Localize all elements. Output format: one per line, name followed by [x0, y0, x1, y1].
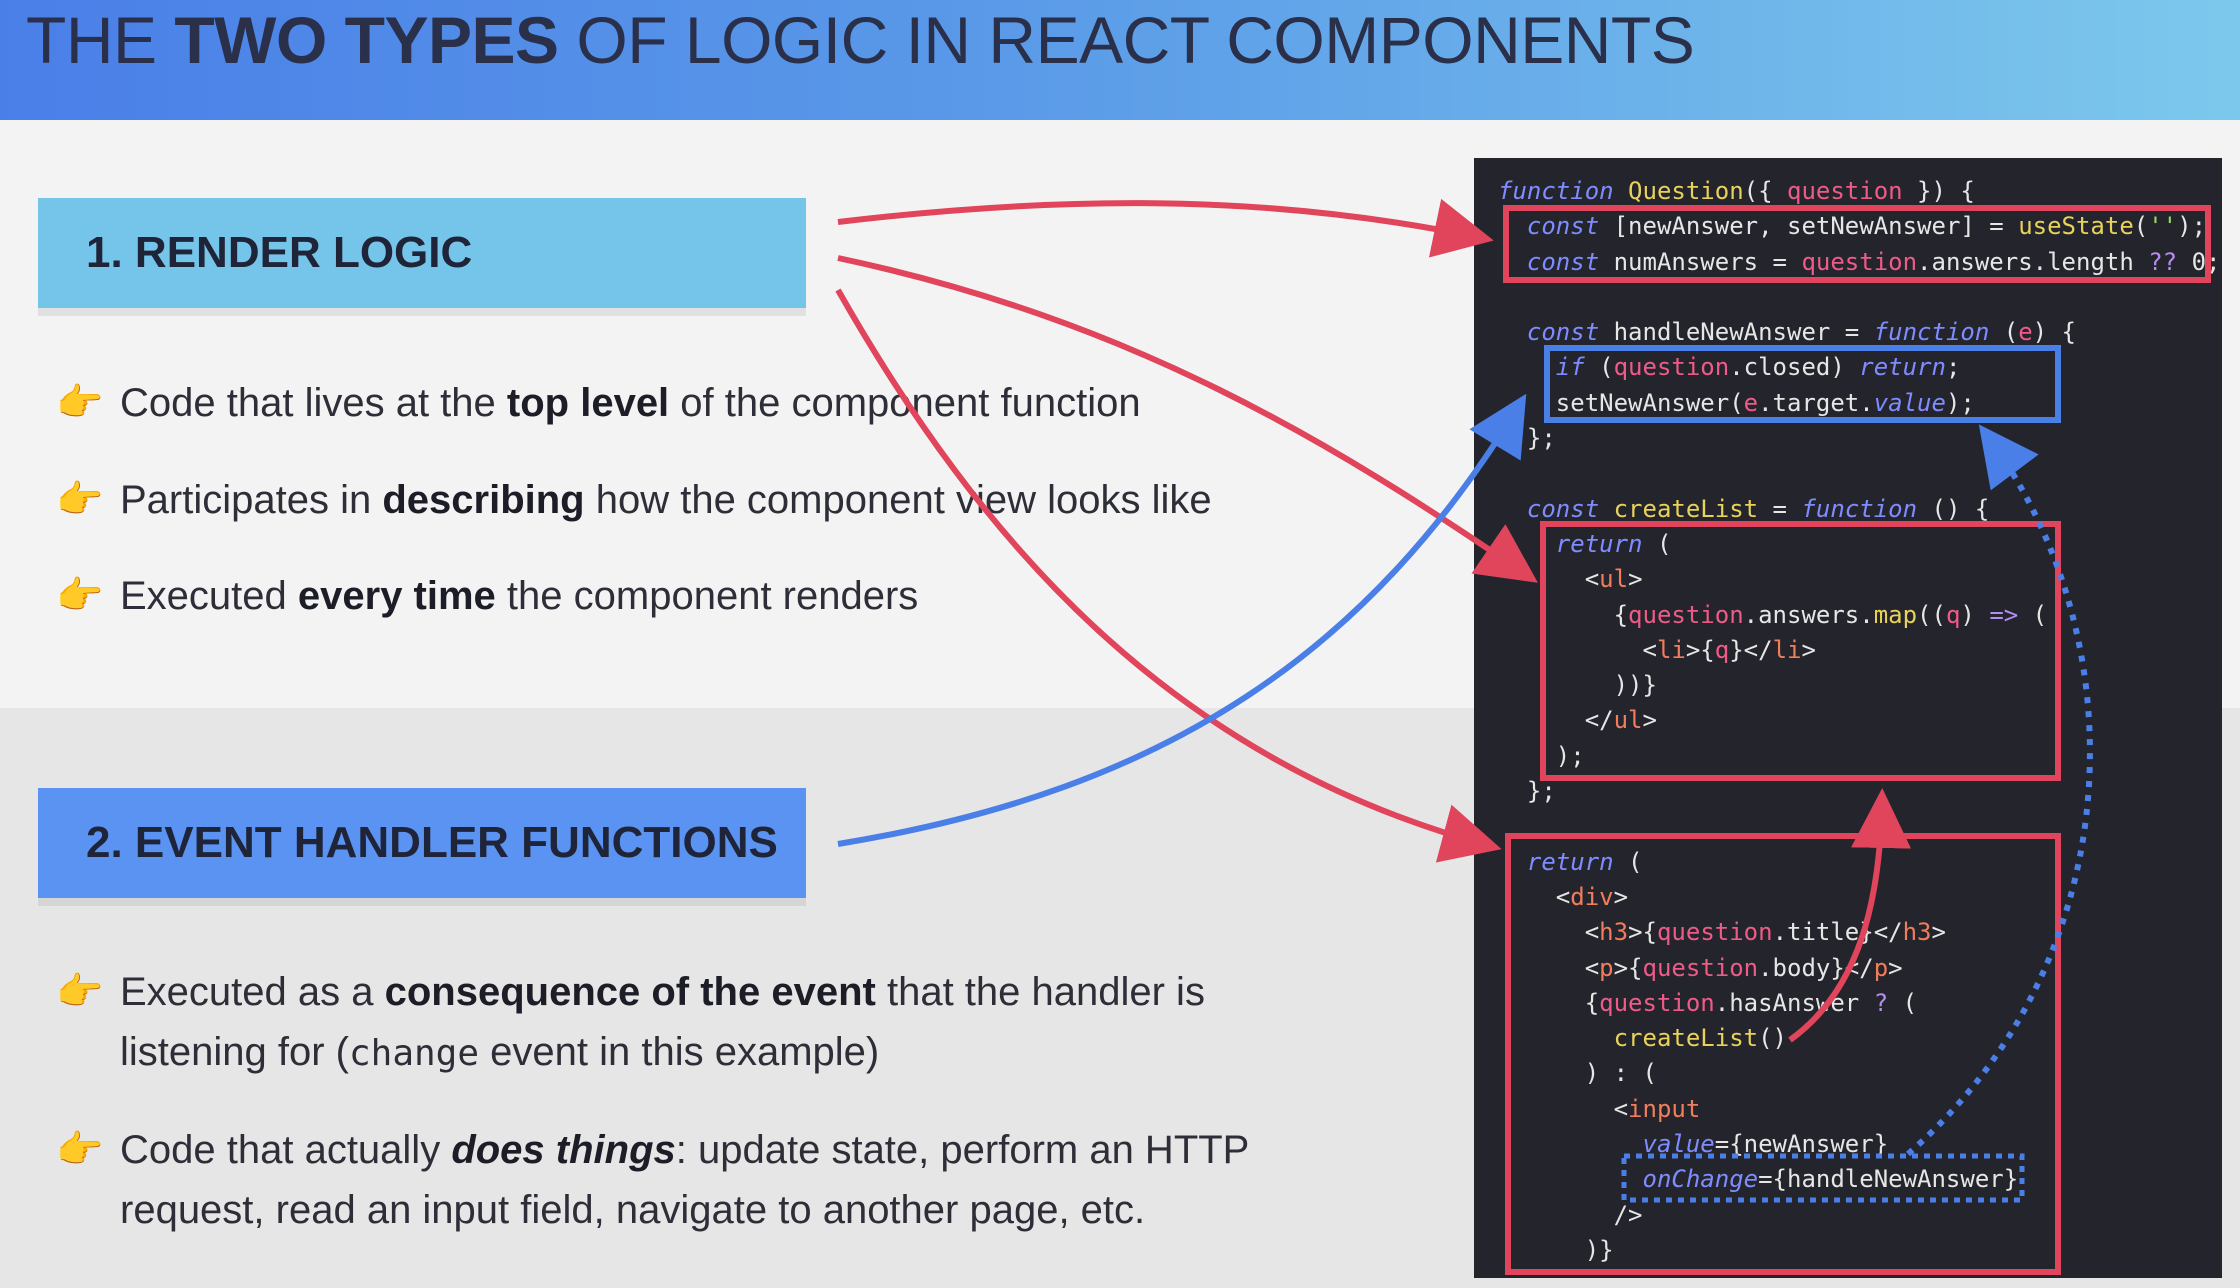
code-line: const [newAnswer, setNewAnswer] = useSta…	[1526, 212, 2207, 241]
event-arrow	[837, 393, 1527, 847]
state-highlight-box	[1503, 205, 2211, 283]
render-arrow-1	[837, 198, 1494, 258]
onchange-highlight-box	[1621, 1153, 2025, 1203]
code-line: ) : (	[1498, 1059, 1657, 1088]
pointing-hand-icon: 👉	[56, 1129, 104, 1171]
code-line: <input	[1498, 1094, 1701, 1123]
code-line: )}	[1498, 1235, 1614, 1264]
code-line: </ul>	[1498, 706, 1657, 735]
code-line: />	[1498, 1200, 1643, 1229]
code-line: {question.hasAnswer ? (	[1498, 988, 1918, 1017]
code-line: <li>{q}</li>	[1498, 635, 1816, 664]
page-title: THE TWO TYPES OF LOGIC IN REACT COMPONEN…	[26, 3, 1695, 77]
code-line: return (	[1555, 529, 1672, 558]
handler-body-highlight-box	[1544, 345, 2061, 423]
pointing-hand-icon: 👉	[56, 479, 104, 521]
code-line: <h3>{question.title}</h3>	[1498, 918, 1946, 947]
code-line: setNewAnswer(e.target.value);	[1498, 388, 1975, 417]
code-line: <p>{question.body}</p>	[1498, 953, 1903, 982]
code-line: <ul>	[1498, 565, 1643, 594]
render-logic-heading-box: 1. RENDER LOGIC	[38, 198, 806, 308]
code-line: const handleNewAnswer = function (e) {	[1526, 318, 2077, 347]
code-line: );	[1498, 741, 1585, 770]
code-line: function Question({ question }) {	[1498, 177, 1975, 205]
event-handler-heading-box: 2. EVENT HANDLER FUNCTIONS	[38, 788, 806, 898]
jsx-return-highlight-box	[1505, 833, 2061, 1275]
pointing-hand-icon: 👉	[56, 971, 104, 1013]
render-arrow-2	[837, 255, 1538, 583]
code-line: ))}	[1498, 671, 1657, 700]
render-logic-heading: 1. RENDER LOGIC	[86, 228, 473, 277]
createlist-highlight-box	[1540, 521, 2061, 781]
code-line: };	[1498, 424, 1556, 453]
title-bar: THE TWO TYPES OF LOGIC IN REACT COMPONEN…	[0, 0, 2240, 120]
code-line: return (	[1526, 847, 1643, 876]
onchange-dotted-arrow	[1906, 424, 2093, 1157]
render-arrow-3	[835, 288, 1502, 863]
code-line: <div>	[1498, 882, 1629, 911]
code-line: };	[1498, 777, 1556, 806]
createlist-call-arrow	[1788, 788, 1912, 1043]
event-handler-heading: 2. EVENT HANDLER FUNCTIONS	[86, 818, 778, 867]
code-line: value={newAnswer}	[1642, 1130, 1889, 1159]
code-block: function Question({ question }) { const …	[1498, 174, 2221, 1268]
pointing-hand-icon: 👉	[56, 575, 104, 617]
code-panel: function Question({ question }) { const …	[1474, 158, 2222, 1278]
code-line: createList()	[1613, 1024, 1787, 1053]
code-line: if (question.closed) return;	[1555, 353, 1961, 382]
code-line: onChange={handleNewAnswer}	[1642, 1165, 2019, 1194]
pointing-hand-icon: 👉	[56, 382, 104, 424]
code-line: {question.answers.map((q) => (	[1498, 600, 2048, 629]
code-line: const createList = function () {	[1526, 494, 1990, 523]
